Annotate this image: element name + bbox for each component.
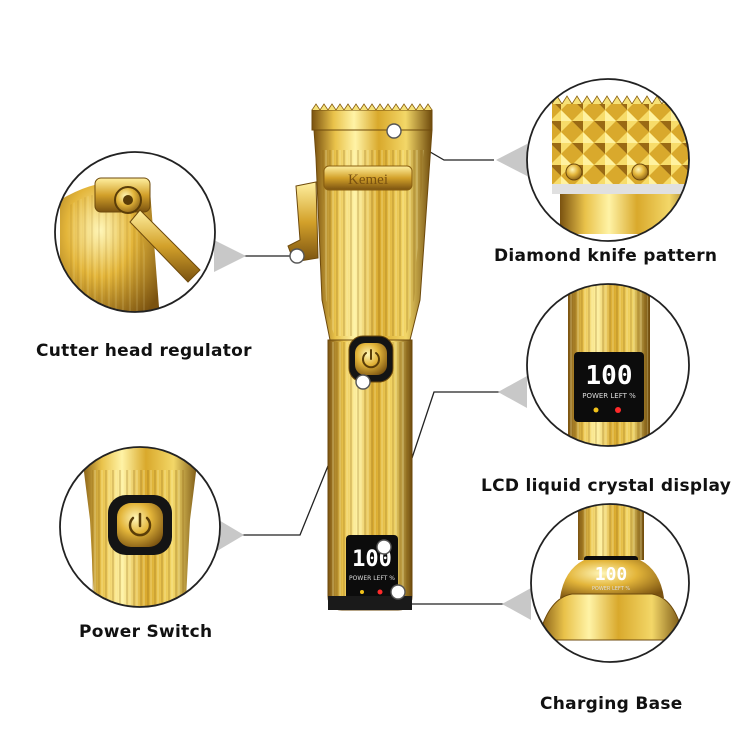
zoom-power-switch (59, 446, 221, 608)
clipper-product (287, 103, 433, 611)
dot-lcd (376, 539, 392, 555)
zoom-cutter-head (54, 151, 216, 313)
zoom-lcd-digits: 100 (586, 361, 633, 391)
power-icon (362, 349, 380, 369)
pointer-diamond-knife (496, 144, 527, 176)
label-lcd: LCD liquid crystal display (481, 476, 732, 496)
dot-charging-base (390, 584, 406, 600)
blade-teeth (311, 103, 433, 131)
pointer-triangles (214, 144, 531, 620)
lcd-caption: POWER LEFT % (349, 575, 395, 582)
label-charging-base: Charging Base (540, 694, 683, 714)
zoom-base-caption: POWER LEFT % (592, 586, 630, 592)
pointer-charging-base (502, 588, 531, 620)
dot-cutter-head (289, 248, 305, 264)
pointer-power-switch (217, 519, 244, 551)
lcd-indicator-yellow (360, 590, 364, 594)
dot-power-switch (355, 374, 371, 390)
zoom-charging-base: 100 POWER LEFT % (530, 503, 690, 663)
pointer-lcd (498, 376, 527, 408)
callout-dots (289, 123, 406, 600)
zoom-lcd: 100 POWER LEFT % (526, 283, 690, 447)
zoom-lcd-caption: POWER LEFT % (582, 392, 636, 400)
power-icon-zoom (128, 512, 152, 537)
label-diamond-knife: Diamond knife pattern (494, 246, 718, 266)
zoom-diamond-knife (526, 78, 690, 242)
lcd-indicator-red (377, 589, 383, 595)
zoom-base-digits: 100 (595, 564, 628, 585)
dot-diamond-knife (386, 123, 402, 139)
brand-logo: Kemei (348, 172, 388, 188)
pointer-cutter-head (214, 240, 246, 272)
label-cutter-head: Cutter head regulator (36, 341, 252, 361)
label-power-switch: Power Switch (79, 622, 213, 642)
brand-plate (323, 165, 413, 191)
